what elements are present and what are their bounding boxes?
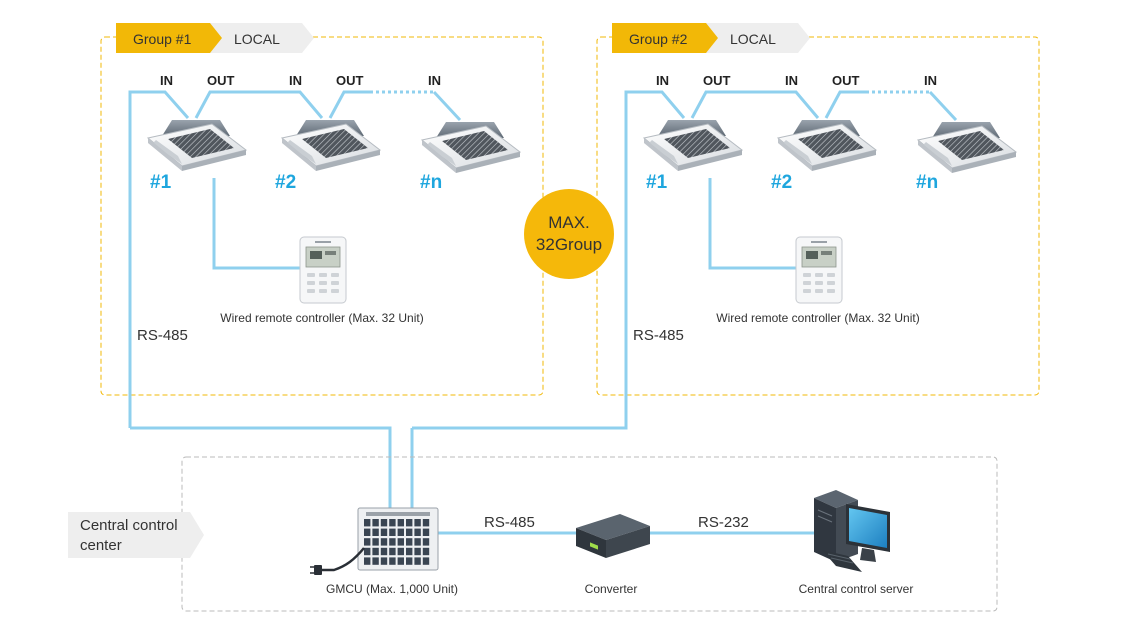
center-tag-line2: center bbox=[80, 537, 122, 554]
group-1: Group #1 LOCAL IN OUT IN OUT IN #1 #2 #n… bbox=[100, 23, 544, 428]
central-control-center: Central control center RS-485 RS-232 GMC… bbox=[68, 456, 998, 612]
group-1-chain-wire-end bbox=[432, 90, 462, 122]
group-1-remote-label: Wired remote controller (Max. 32 Unit) bbox=[220, 311, 423, 325]
gmcu-display-cell bbox=[397, 538, 404, 546]
gmcu-display-cell bbox=[364, 519, 371, 527]
group-1-unit-1: #1 bbox=[150, 172, 172, 193]
group-1-unit-2: #2 bbox=[275, 172, 296, 193]
group-1-bus-wire bbox=[130, 426, 392, 516]
group-2-unit-2: #2 bbox=[771, 172, 792, 193]
group-2-port-out-2: OUT bbox=[832, 73, 860, 88]
gmcu-display-cell bbox=[422, 547, 430, 556]
gmcu-display-cell bbox=[422, 538, 430, 546]
gmcu-display-cell bbox=[406, 528, 413, 536]
gmcu-display-cell bbox=[380, 528, 388, 536]
gmcu-display-cell bbox=[364, 528, 371, 536]
indoor-unit-icon bbox=[917, 121, 1017, 174]
gmcu-display-cell bbox=[406, 547, 413, 556]
gmcu-display-cell bbox=[389, 547, 396, 556]
group-2-remote-label: Wired remote controller (Max. 32 Unit) bbox=[716, 311, 919, 325]
center-tag-line1: Central control bbox=[80, 517, 178, 534]
group-1-remote-wire bbox=[212, 178, 300, 270]
gmcu-display-cell bbox=[406, 538, 413, 546]
gmcu-display-cell bbox=[422, 528, 430, 536]
gmcu-display-cell bbox=[380, 538, 388, 546]
max-badge-line1: MAX. bbox=[548, 213, 590, 232]
group-1-port-in-n: IN bbox=[428, 73, 441, 88]
group-2-tag-label: Group #2 bbox=[629, 31, 688, 47]
center-tag bbox=[68, 512, 204, 558]
indoor-unit-icon bbox=[643, 119, 743, 172]
wired-remote-icon bbox=[795, 236, 843, 304]
group-2-port-in-n: IN bbox=[924, 73, 937, 88]
gmcu-label: GMCU (Max. 1,000 Unit) bbox=[326, 582, 458, 596]
gmcu-display-cell bbox=[414, 519, 421, 527]
wired-remote-icon bbox=[299, 236, 347, 304]
group-1-tag-label: Group #1 bbox=[133, 31, 192, 47]
gmcu-display-cell bbox=[422, 557, 430, 565]
gmcu-display-cell bbox=[406, 519, 413, 527]
group-1-port-out-1: OUT bbox=[207, 73, 235, 88]
group-2: Group #2 LOCAL IN OUT IN OUT IN #1 #2 #n… bbox=[412, 23, 1040, 430]
gmcu-display-cell bbox=[414, 528, 421, 536]
gmcu-display-cell bbox=[422, 519, 430, 527]
group-1-port-out-2: OUT bbox=[336, 73, 364, 88]
link-rs232-label: RS-232 bbox=[698, 514, 749, 531]
gmcu-display-cell bbox=[397, 547, 404, 556]
group-2-mode-label: LOCAL bbox=[730, 31, 776, 47]
group-2-chain-wire bbox=[412, 90, 866, 430]
max-badge-line2: 32Group bbox=[536, 235, 602, 254]
group-2-bus-label: RS-485 bbox=[633, 327, 684, 344]
group-2-remote-wire bbox=[708, 178, 796, 270]
gmcu-display-cell bbox=[397, 557, 404, 565]
group-1-port-in-1: IN bbox=[160, 73, 173, 88]
gmcu-display-cell bbox=[397, 519, 404, 527]
group-1-bus-label: RS-485 bbox=[137, 327, 188, 344]
group-1-unit-n: #n bbox=[420, 172, 442, 193]
gmcu-display-cell bbox=[372, 538, 379, 546]
gmcu-display-cell bbox=[389, 528, 396, 536]
converter-label: Converter bbox=[585, 582, 638, 596]
gmcu-display-cell bbox=[364, 547, 371, 556]
indoor-unit-icon bbox=[777, 119, 877, 172]
gmcu-display-cell bbox=[414, 538, 421, 546]
gmcu-display-cell bbox=[364, 538, 371, 546]
indoor-unit-icon bbox=[421, 121, 521, 174]
group-1-chain-wire bbox=[128, 90, 370, 428]
gmcu-display-cell bbox=[364, 557, 371, 565]
group-2-unit-1: #1 bbox=[646, 172, 668, 193]
max-group-badge: MAX. 32Group bbox=[524, 189, 614, 279]
converter-icon bbox=[576, 514, 650, 558]
gmcu-display-cell bbox=[389, 519, 396, 527]
gmcu-display-cell bbox=[380, 557, 388, 565]
group-1-port-in-2: IN bbox=[289, 73, 302, 88]
gmcu-display-cell bbox=[372, 557, 379, 565]
gmcu-display-cell bbox=[380, 547, 388, 556]
group-2-unit-n: #n bbox=[916, 172, 938, 193]
gmcu-display-cell bbox=[414, 547, 421, 556]
gmcu-display-cell bbox=[380, 519, 388, 527]
group-2-chain-wire-end bbox=[928, 90, 958, 122]
link-rs485-label: RS-485 bbox=[484, 514, 535, 531]
gmcu-display-cell bbox=[414, 557, 421, 565]
indoor-unit-icon bbox=[281, 119, 381, 172]
group-2-port-in-2: IN bbox=[785, 73, 798, 88]
gmcu-display-cell bbox=[389, 538, 396, 546]
indoor-unit-icon bbox=[147, 119, 247, 172]
group-1-mode-label: LOCAL bbox=[234, 31, 280, 47]
server-label: Central control server bbox=[799, 582, 914, 596]
gmcu-display-cell bbox=[372, 519, 379, 527]
gmcu-display-cell bbox=[406, 557, 413, 565]
gmcu-display-cell bbox=[397, 528, 404, 536]
gmcu-display-cell bbox=[372, 528, 379, 536]
group-2-port-out-1: OUT bbox=[703, 73, 731, 88]
gmcu-display-cell bbox=[389, 557, 396, 565]
group-2-port-in-1: IN bbox=[656, 73, 669, 88]
gmcu-icon bbox=[310, 507, 439, 575]
server-pc-icon bbox=[814, 490, 890, 572]
gmcu-display-cell bbox=[372, 547, 379, 556]
group-1-border bbox=[100, 36, 544, 396]
